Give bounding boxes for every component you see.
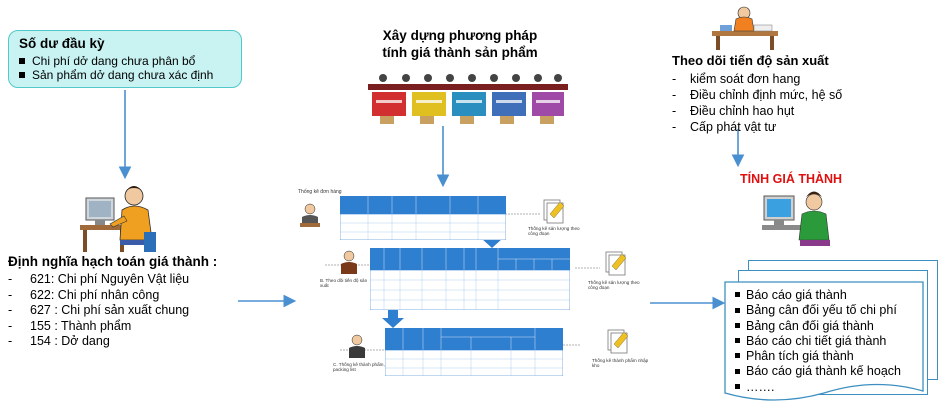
list-item: -621: Chi phí Nguyên Vật liệu <box>8 272 190 286</box>
cost-calc-title: TÍNH GIÁ THÀNH <box>740 172 843 186</box>
step-c-label: C. Thống kê thành phẩm, packing list <box>333 362 385 372</box>
flow-arrow-2 <box>382 308 404 328</box>
supervisor-icon <box>341 250 357 274</box>
document-icon <box>607 329 629 354</box>
list-item: Báo cáo giá thành kế hoạch <box>735 364 935 379</box>
clerk-icon <box>300 203 320 227</box>
bullet-icon <box>735 307 740 313</box>
bullet-icon <box>735 338 740 344</box>
team-blocks-illustration <box>368 74 568 124</box>
finished-goods-table <box>385 328 563 376</box>
reports-list: Báo cáo giá thành Bảng cân đối yếu tố ch… <box>735 288 935 395</box>
order-stats-table <box>340 196 506 240</box>
list-item: Sản phẩm dở dang chưa xác định <box>19 68 231 82</box>
list-item: Báo cáo chi tiết giá thành <box>735 334 935 349</box>
report-sheet-front <box>724 281 924 401</box>
worker-desk-icon <box>712 6 778 50</box>
bullet-icon <box>735 368 740 374</box>
step-b-label: B. Theo dõi tiến độ sản xuất <box>320 278 368 288</box>
finished-goods-label: Thống kê thành phẩm nhập kho <box>592 358 649 368</box>
list-item: -Điều chỉnh hao hụt <box>672 104 795 118</box>
accounting-definition-block: Định nghĩa hạch toán giá thành : -621: C… <box>8 254 278 350</box>
bullet-icon <box>735 353 740 359</box>
list-item: -627 : Chi phí sản xuất chung <box>8 303 190 317</box>
list-item: -154 : Dở dang <box>8 334 110 348</box>
analyst-computer-icon <box>762 191 830 246</box>
accountant-computer-icon <box>80 186 156 252</box>
list-item: -Cấp phát vật tư <box>672 120 777 134</box>
document-icon <box>605 251 627 276</box>
list-item: Phân tích giá thành <box>735 349 935 364</box>
list-item: -155 : Thành phẩm <box>8 318 132 333</box>
list-item: Chi phí dở dang chưa phân bổ <box>19 54 231 68</box>
bullet-icon <box>19 71 25 78</box>
tracking-title: Theo dõi tiến độ sản xuất <box>672 53 829 68</box>
list-item: -622: Chi phí nhân công <box>8 287 160 302</box>
list-item: Báo cáo giá thành <box>735 288 935 303</box>
stage-output-label-2: Thống kê sản lượng theo công đoạn <box>588 280 640 290</box>
bullet-icon <box>735 383 740 389</box>
document-icon <box>543 199 565 224</box>
bullet-icon <box>735 322 740 328</box>
accounting-title: Định nghĩa hạch toán giá thành : <box>8 254 218 269</box>
list-item: -kiểm soát đơn hang <box>672 72 801 86</box>
production-progress-table <box>370 248 570 310</box>
opening-balance-box: Số dư đầu kỳ Chi phí dở dang chưa phân b… <box>8 30 242 88</box>
bullet-icon <box>19 57 25 64</box>
method-title: Xây dựng phương pháp tính giá thành sản … <box>382 28 538 60</box>
opening-balance-title: Số dư đầu kỳ <box>19 36 105 51</box>
list-item: -Điều chỉnh định mức, hệ số <box>672 88 843 102</box>
stage-output-label-1: Thống kê sản lượng theo công đoạn <box>528 226 580 236</box>
list-item: Bảng cân đối giá thành <box>735 319 935 334</box>
list-item: ……. <box>735 380 935 395</box>
warehouse-staff-icon <box>349 334 365 358</box>
bullet-icon <box>735 292 740 298</box>
production-tracking-block: Theo dõi tiến độ sản xuất -kiểm soát đơn… <box>672 53 892 135</box>
order-stats-label: Thống kê đơn hàng <box>298 189 342 195</box>
list-item: Bảng cân đối yếu tố chi phí <box>735 303 935 318</box>
